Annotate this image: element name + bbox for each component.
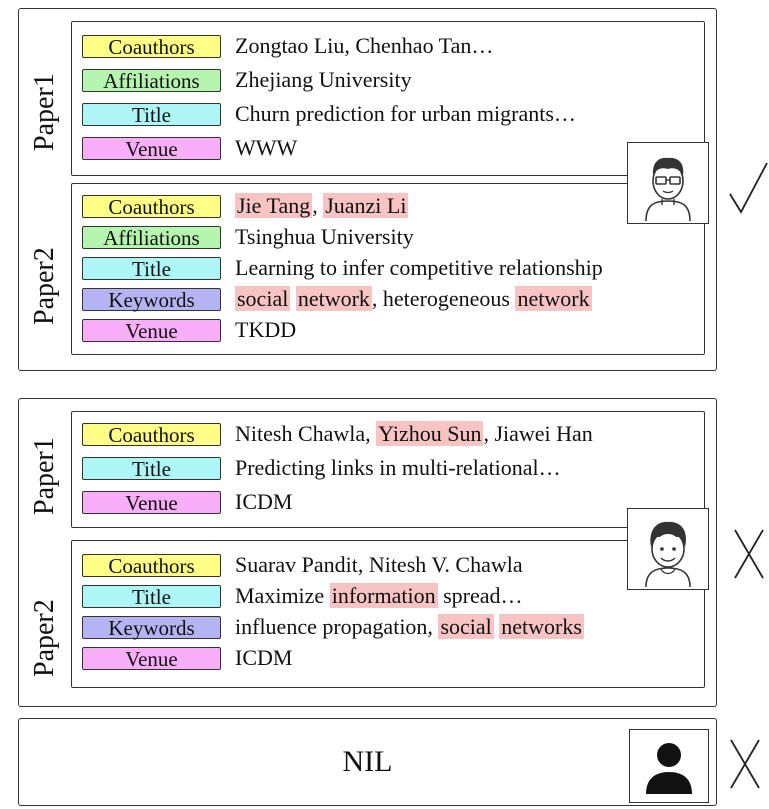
highlighted-term: social xyxy=(438,614,494,639)
field-row: Keywords influence propagation, social ne… xyxy=(82,614,584,640)
field-tag-venue: Venue xyxy=(82,646,221,670)
field-value: WWW xyxy=(235,135,297,161)
case-1-box: Coauthors Zongtao Liu, Chenhao Tan… Affili… xyxy=(18,8,717,371)
field-row: Venue ICDM xyxy=(82,489,292,515)
text-segment: Zongtao Liu, Chenhao Tan… xyxy=(235,33,494,58)
field-row: Coauthors Zongtao Liu, Chenhao Tan… xyxy=(82,33,493,59)
field-tag-coauthors: Coauthors xyxy=(82,553,221,577)
field-tag-venue: Venue xyxy=(82,136,221,160)
text-segment: , heterogeneous xyxy=(371,286,516,311)
check-mark-icon xyxy=(729,162,768,214)
field-tag-affiliations: Affiliations xyxy=(82,225,221,249)
paper1-box: Coauthors Zongtao Liu, Chenhao Tan… Affili… xyxy=(71,21,705,176)
field-tag-affiliations: Affiliations xyxy=(82,68,221,92)
field-row: Title Churn prediction for urban migrants… xyxy=(82,101,576,127)
case-3-box: NIL xyxy=(18,718,717,806)
field-tag-title: Title xyxy=(82,456,221,480)
field-row: Venue WWW xyxy=(82,135,297,161)
paper2-box: Coauthors Suarav Pandit, Nitesh V. Chawla… xyxy=(71,540,705,688)
text-segment: WWW xyxy=(235,135,298,160)
paper1-label: Paper1 xyxy=(29,73,60,151)
field-value: Jie Tang, Juanzi Li xyxy=(235,193,409,219)
highlighted-term: network xyxy=(515,286,592,311)
field-row: Affiliations Zhejiang University xyxy=(82,67,412,93)
field-tag-venue: Venue xyxy=(82,490,221,514)
field-value: Predicting links in multi-relational… xyxy=(235,455,561,481)
text-segment: influence propagation, xyxy=(235,614,439,639)
field-value: Tsinghua University xyxy=(235,224,414,250)
field-tag-title: Title xyxy=(82,256,221,280)
field-value: Learning to infer competitive relationsh… xyxy=(235,255,603,281)
field-value: ICDM xyxy=(235,645,292,671)
cross-mark-icon xyxy=(730,739,760,789)
field-row: Title Predicting links in multi-relationa… xyxy=(82,455,561,481)
text-segment: Predicting links in multi-relational… xyxy=(235,455,561,480)
field-row: Venue ICDM xyxy=(82,645,292,671)
text-segment: ICDM xyxy=(235,645,293,670)
field-tag-keywords: Keywords xyxy=(82,287,221,311)
paper2-label: Paper2 xyxy=(29,599,60,677)
person-curly-hair-icon xyxy=(627,508,709,590)
text-segment: spread… xyxy=(437,583,523,608)
highlighted-term: networks xyxy=(499,614,584,639)
field-value: Nitesh Chawla, Yizhou Sun, Jiawei Han xyxy=(235,421,593,447)
field-row: Coauthors Suarav Pandit, Nitesh V. Chawla xyxy=(82,552,523,578)
text-segment: Zhejiang University xyxy=(235,67,412,92)
text-segment xyxy=(290,286,296,311)
field-row: Title Learning to infer competitive relat… xyxy=(82,255,603,281)
field-tag-keywords: Keywords xyxy=(82,615,221,639)
text-segment: , xyxy=(312,193,324,218)
field-row: Keywords social network, heterogeneous ne… xyxy=(82,286,592,312)
paper2-label: Paper2 xyxy=(29,247,60,325)
field-tag-title: Title xyxy=(82,584,221,608)
nil-label: NIL xyxy=(342,745,393,778)
text-segment: Learning to infer competitive relationsh… xyxy=(235,255,603,280)
highlighted-term: social xyxy=(235,286,291,311)
text-segment: ICDM xyxy=(235,489,293,514)
text-segment: Maximize xyxy=(235,583,330,608)
field-value: Suarav Pandit, Nitesh V. Chawla xyxy=(235,552,523,578)
paper1-label: Paper1 xyxy=(29,437,60,515)
highlighted-term: information xyxy=(329,583,438,608)
field-value: Zhejiang University xyxy=(235,67,412,93)
field-tag-coauthors: Coauthors xyxy=(82,34,221,58)
field-value: Maximize information spread… xyxy=(235,583,523,609)
field-value: Churn prediction for urban migrants… xyxy=(235,101,576,127)
field-row: Title Maximize information spread… xyxy=(82,583,523,609)
text-segment: Tsinghua University xyxy=(235,224,414,249)
text-segment: TKDD xyxy=(235,317,297,342)
text-segment: Suarav Pandit, Nitesh V. Chawla xyxy=(235,552,523,577)
field-value: TKDD xyxy=(235,317,296,343)
text-segment: Churn prediction for urban migrants… xyxy=(235,101,576,126)
field-value: ICDM xyxy=(235,489,292,515)
paper2-box: Coauthors Jie Tang, Juanzi Li Affiliations… xyxy=(71,183,705,355)
highlighted-term: network xyxy=(295,286,372,311)
field-value: social network, heterogeneous network xyxy=(235,286,592,312)
text-segment: , Jiawei Han xyxy=(483,421,593,446)
field-row: Venue TKDD xyxy=(82,317,296,343)
silhouette-person-icon xyxy=(629,729,709,803)
field-tag-title: Title xyxy=(82,102,221,126)
paper1-box: Coauthors Nitesh Chawla, Yizhou Sun, Jiaw… xyxy=(71,411,705,528)
person-with-glasses-icon xyxy=(627,142,709,224)
text-segment: Nitesh Chawla, xyxy=(235,421,377,446)
field-row: Coauthors Nitesh Chawla, Yizhou Sun, Jiaw… xyxy=(82,421,593,447)
field-value: influence propagation, social networks xyxy=(235,614,584,640)
field-row: Coauthors Jie Tang, Juanzi Li xyxy=(82,193,409,219)
field-tag-coauthors: Coauthors xyxy=(82,194,221,218)
field-tag-venue: Venue xyxy=(82,318,221,342)
cross-mark-icon xyxy=(734,529,764,579)
highlighted-term: Jie Tang xyxy=(235,193,313,218)
highlighted-term: Yizhou Sun xyxy=(376,421,484,446)
field-value: Zongtao Liu, Chenhao Tan… xyxy=(235,33,493,59)
highlighted-term: Juanzi Li xyxy=(323,193,409,218)
field-row: Affiliations Tsinghua University xyxy=(82,224,414,250)
case-2-box: Coauthors Nitesh Chawla, Yizhou Sun, Jiaw… xyxy=(18,398,717,707)
field-tag-coauthors: Coauthors xyxy=(82,422,221,446)
